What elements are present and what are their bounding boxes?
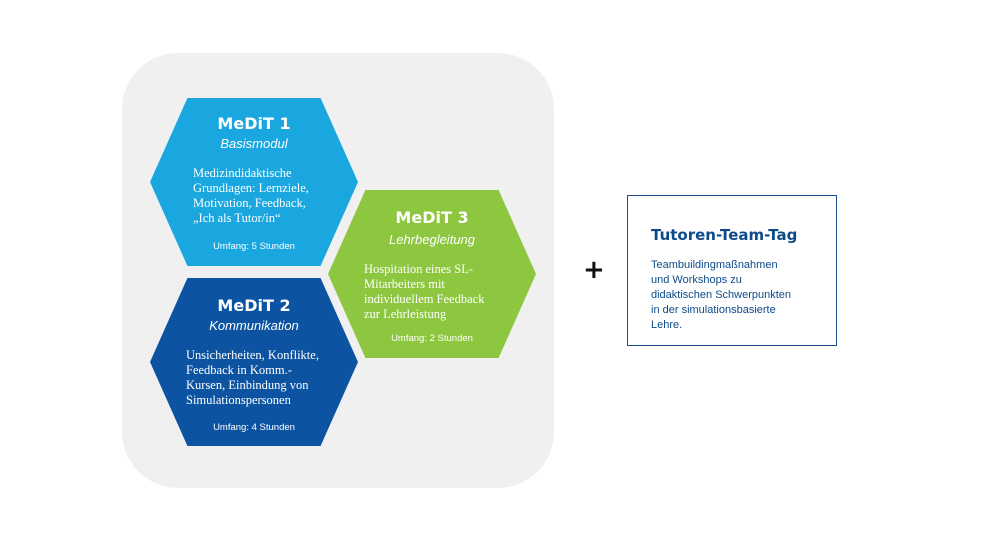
module-description: Unsicherheiten, Konflikte, Feedback in K… [186, 348, 336, 408]
module-title: MeDiT 2 [217, 296, 291, 315]
description-line: Grundlagen: Lernziele, [193, 181, 309, 195]
module-description: Hospitation eines SL- Mitarbeiters mit i… [364, 262, 514, 322]
module-title: MeDiT 1 [217, 114, 291, 133]
module-scope: Umfang: 5 Stunden [213, 241, 295, 252]
team-day-title: Tutoren-Team-Tag [651, 226, 798, 244]
description-line: Feedback in Komm.- [186, 363, 292, 377]
module-scope: Umfang: 4 Stunden [213, 422, 295, 433]
module-scope: Umfang: 2 Stunden [391, 333, 473, 344]
plus-icon: + [583, 255, 605, 285]
description-line: Simulationspersonen [186, 393, 291, 407]
description-line: Hospitation eines SL- [364, 262, 474, 276]
description-line: und Workshops zu [651, 274, 742, 286]
module-title: MeDiT 3 [395, 208, 469, 227]
description-line: zur Lehrleistung [364, 307, 447, 321]
description-line: didaktischen Schwerpunkten [651, 289, 792, 301]
module-subtitle: Kommunikation [209, 318, 299, 333]
description-line: „Ich als Tutor/in“ [193, 211, 281, 225]
description-line: individuellem Feedback [364, 292, 485, 306]
description-line: in der simulationsbasierte [651, 304, 776, 316]
module-medit-2-hexagon: MeDiT 2 Kommunikation Unsicherheiten, Ko… [150, 278, 358, 446]
description-line: Unsicherheiten, Konflikte, [186, 348, 319, 362]
description-line: Motivation, Feedback, [193, 196, 306, 210]
description-line: Lehre. [651, 319, 683, 331]
description-line: Kursen, Einbindung von [186, 378, 309, 392]
module-medit-1-hexagon: MeDiT 1 Basismodul Medizindidaktische Gr… [150, 98, 358, 266]
description-line: Mitarbeiters mit [364, 277, 445, 291]
description-line: Medizindidaktische [193, 166, 292, 180]
module-medit-3-hexagon: MeDiT 3 Lehrbegleitung Hospitation eines… [328, 190, 536, 358]
description-line: Teambuildingmaßnahmen [651, 259, 778, 271]
module-subtitle: Basismodul [220, 136, 288, 151]
module-subtitle: Lehrbegleitung [388, 232, 476, 247]
team-day-description: Teambuildingmaßnahmen und Workshops zu d… [651, 258, 826, 333]
team-day-box: Tutoren-Team-Tag Teambuildingmaßnahmen u… [627, 195, 837, 346]
module-description: Medizindidaktische Grundlagen: Lernziele… [193, 166, 333, 226]
